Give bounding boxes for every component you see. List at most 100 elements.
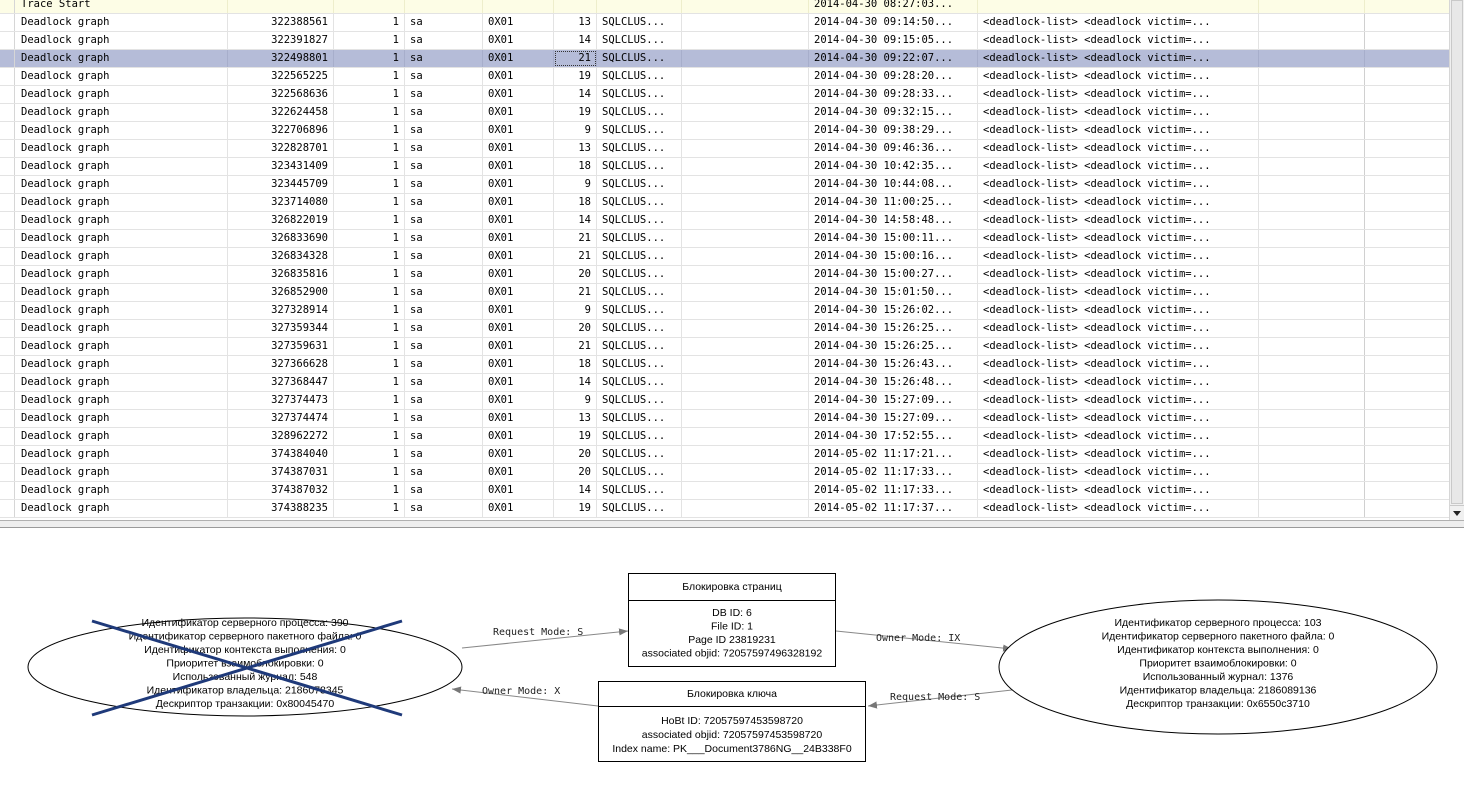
row-header[interactable] — [0, 158, 15, 175]
info-line: Идентификатор контекста выполнения: 0 — [1117, 644, 1319, 656]
survivor-process-node[interactable]: Идентификатор серверного процесса: 103Ид… — [998, 599, 1438, 735]
info-line: DB ID: 6 — [712, 607, 752, 619]
pane-splitter[interactable] — [0, 520, 1464, 528]
row-header[interactable] — [0, 176, 15, 193]
row-header[interactable] — [0, 464, 15, 481]
row-header[interactable] — [0, 446, 15, 463]
row-header[interactable] — [0, 266, 15, 283]
cell-database-id: 1 — [334, 338, 405, 355]
cell-empty — [682, 266, 809, 283]
table-row-trace-start[interactable]: Trace Start 2014-04-30 08:27:03... — [0, 0, 1449, 14]
row-header[interactable] — [0, 338, 15, 355]
cell-start-time: 2014-04-30 11:00:25... — [809, 194, 978, 211]
row-header[interactable] — [0, 14, 15, 31]
cell-transaction-id: 326822019 — [228, 212, 334, 229]
cell-server-name: SQLCLUS... — [597, 266, 682, 283]
cell-login-sid: 0X01 — [483, 140, 554, 157]
scroll-down-button[interactable] — [1450, 505, 1464, 520]
row-header[interactable] — [0, 32, 15, 49]
row-header[interactable] — [0, 68, 15, 85]
cell-empty — [1259, 266, 1365, 283]
cell-transaction-id: 328962272 — [228, 428, 334, 445]
row-header[interactable] — [0, 212, 15, 229]
row-header[interactable] — [0, 320, 15, 337]
row-header[interactable] — [0, 500, 15, 517]
cell-login-sid: 0X01 — [483, 410, 554, 427]
row-header[interactable] — [0, 194, 15, 211]
row-header[interactable] — [0, 104, 15, 121]
cell-spid: 20 — [554, 464, 597, 481]
cell-login-name: sa — [405, 140, 483, 157]
row-header[interactable] — [0, 0, 15, 13]
scrollbar-thumb[interactable] — [1451, 0, 1463, 504]
cell-transaction-id: 374387031 — [228, 464, 334, 481]
row-header[interactable] — [0, 122, 15, 139]
row-header[interactable] — [0, 140, 15, 157]
cell-event-class: Deadlock graph — [16, 194, 228, 211]
cell-transaction-id: 327359344 — [228, 320, 334, 337]
cell-event-class: Deadlock graph — [16, 212, 228, 229]
row-header[interactable] — [0, 302, 15, 319]
cell-server-name: SQLCLUS... — [597, 104, 682, 121]
victim-process-node[interactable]: Идентификатор серверного процесса: 390Ид… — [27, 617, 463, 717]
row-header[interactable] — [0, 374, 15, 391]
cell-empty — [405, 0, 483, 13]
cell-transaction-id: 327374473 — [228, 392, 334, 409]
row-header[interactable] — [0, 392, 15, 409]
key-lock-node[interactable]: Блокировка ключа HoBt ID: 72057597453598… — [598, 681, 866, 762]
row-header[interactable] — [0, 284, 15, 301]
cell-event-class: Deadlock graph — [16, 392, 228, 409]
row-header[interactable] — [0, 410, 15, 427]
row-header[interactable] — [0, 428, 15, 445]
cell-database-id: 1 — [334, 32, 405, 49]
row-header[interactable] — [0, 356, 15, 373]
row-header[interactable] — [0, 230, 15, 247]
cell-empty — [682, 410, 809, 427]
cell-database-id: 1 — [334, 320, 405, 337]
row-header[interactable] — [0, 86, 15, 103]
row-header[interactable] — [0, 50, 15, 67]
cell-spid: 18 — [554, 194, 597, 211]
cell-start-time: 2014-05-02 11:17:21... — [809, 446, 978, 463]
cell-server-name: SQLCLUS... — [597, 302, 682, 319]
cell-server-name: SQLCLUS... — [597, 176, 682, 193]
cell-transaction-id: 327328914 — [228, 302, 334, 319]
cell-empty — [1259, 392, 1365, 409]
row-header[interactable] — [0, 248, 15, 265]
grid-rows: Trace Start 2014-04-30 08:27:03... Deadl… — [0, 0, 1449, 518]
info-line: Дескриптор транзакции: 0x6550c3710 — [1126, 698, 1310, 710]
vertical-scrollbar[interactable] — [1449, 0, 1464, 520]
cell-transaction-id: 323431409 — [228, 158, 334, 175]
cell-transaction-id: 374384040 — [228, 446, 334, 463]
row-header[interactable] — [0, 482, 15, 499]
